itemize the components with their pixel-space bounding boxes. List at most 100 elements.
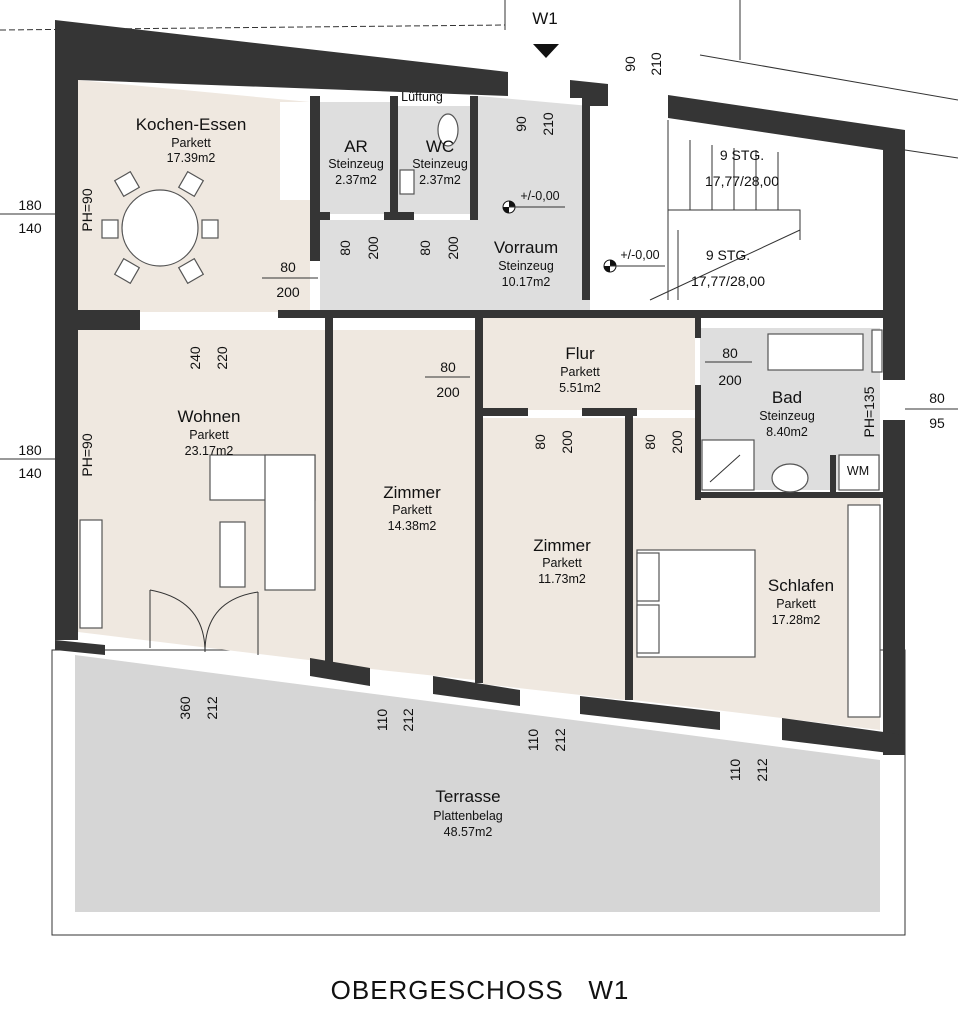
room-bad: Bad Steinzeug 8.40m2 <box>759 388 815 439</box>
stair-steps: 9 STG. <box>706 247 750 263</box>
stair-dimension: 17,77/28,00 <box>705 173 779 189</box>
room-zimmer-1: Zimmer Parkett 14.38m2 <box>383 483 441 533</box>
room-area: 17.28m2 <box>772 613 821 627</box>
furniture <box>79 96 883 718</box>
room-floor: Steinzeug <box>759 409 815 423</box>
door-width: 360 <box>177 696 193 720</box>
room-floor: Parkett <box>560 365 600 379</box>
door-width: 90 <box>622 56 638 72</box>
stair-steps: 9 STG. <box>720 147 764 163</box>
door-width: 80 <box>532 434 548 450</box>
room-zimmer2-floor <box>483 418 625 700</box>
door-height: 212 <box>754 758 770 782</box>
room-floor: Parkett <box>189 428 229 442</box>
door-height: 200 <box>718 372 742 388</box>
room-zimmer-2: Zimmer Parkett 11.73m2 <box>533 536 591 586</box>
room-kochen-essen: Kochen-Essen Parkett 17.39m2 <box>136 115 247 165</box>
ventilation-label: Lüftung <box>401 90 443 104</box>
room-area: 23.17m2 <box>185 444 234 458</box>
door-width: 80 <box>722 345 738 361</box>
room-terrasse: Terrasse Plattenbelag 48.57m2 <box>433 787 503 839</box>
level-label: +/-0,00 <box>520 189 559 203</box>
walls <box>55 20 905 755</box>
room-ar: AR Steinzeug 2.37m2 <box>328 137 384 187</box>
room-name: Schlafen <box>768 576 834 595</box>
room-name: Wohnen <box>177 407 240 426</box>
level-label: +/-0,00 <box>620 248 659 262</box>
room-area: 14.38m2 <box>388 519 437 533</box>
door-width: 80 <box>417 240 433 256</box>
opening-width: 240 <box>187 346 203 370</box>
door-height: 200 <box>445 236 461 260</box>
room-vorraum-floor <box>320 96 590 312</box>
door-width: 110 <box>525 729 541 752</box>
door-width: 110 <box>374 709 390 732</box>
room-floor: Parkett <box>776 597 816 611</box>
entry-arrow-icon <box>533 44 559 58</box>
window-height: 140 <box>18 220 42 236</box>
parapet-height: PH=90 <box>79 188 95 231</box>
room-floor: Steinzeug <box>328 157 384 171</box>
plan-title: OBERGESCHOSS W1 <box>331 975 630 1005</box>
stair-dimension: 17,77/28,00 <box>691 273 765 289</box>
window-width: 80 <box>929 390 945 406</box>
door-width: 80 <box>642 434 658 450</box>
door-height: 210 <box>648 52 664 76</box>
window-height: 95 <box>929 415 945 431</box>
room-wc: WC Steinzeug 2.37m2 <box>412 137 468 187</box>
room-ar-floor <box>320 102 390 214</box>
room-area: 2.37m2 <box>335 173 377 187</box>
door-width: 80 <box>337 240 353 256</box>
door-width: 90 <box>513 116 529 132</box>
door-height: 200 <box>436 384 460 400</box>
door-width: 110 <box>727 759 743 782</box>
room-name: Flur <box>565 344 595 363</box>
room-area: 5.51m2 <box>559 381 601 395</box>
door-height: 200 <box>365 236 381 260</box>
window-height: 140 <box>18 465 42 481</box>
level-marker-2: +/-0,00 <box>603 248 665 273</box>
room-name: AR <box>344 137 368 156</box>
room-area: 17.39m2 <box>167 151 216 165</box>
room-name: Zimmer <box>533 536 591 555</box>
room-name: Vorraum <box>494 238 558 257</box>
room-vorraum: Vorraum Steinzeug 10.17m2 <box>494 238 558 289</box>
room-floor: Steinzeug <box>498 259 554 273</box>
stair-area <box>592 112 882 302</box>
room-floor: Parkett <box>171 136 211 150</box>
unit-marker-label: W1 <box>532 9 558 28</box>
door-height: 200 <box>559 430 575 454</box>
room-name: Terrasse <box>435 787 500 806</box>
room-area: 11.73m2 <box>538 572 586 586</box>
room-area: 8.40m2 <box>766 425 808 439</box>
window-width: 180 <box>18 442 42 458</box>
parapet-height: PH=135 <box>861 386 877 437</box>
room-area: 48.57m2 <box>444 825 493 839</box>
room-zimmer1-floor <box>333 330 475 680</box>
room-name: Bad <box>772 388 802 407</box>
washing-machine-label: WM <box>847 464 869 478</box>
kitchen-counter <box>280 102 310 200</box>
door-height: 212 <box>400 708 416 732</box>
door-height: 210 <box>540 112 556 136</box>
room-area: 2.37m2 <box>419 173 461 187</box>
parapet-height: PH=90 <box>79 433 95 476</box>
room-floor: Parkett <box>542 556 582 570</box>
room-flur-floor <box>483 316 695 410</box>
opening-height: 220 <box>214 346 230 370</box>
room-schlafen: Schlafen Parkett 17.28m2 <box>768 576 834 627</box>
room-wohnen: Wohnen Parkett 23.17m2 <box>177 407 240 458</box>
door-width: 80 <box>280 259 296 275</box>
dimensions: 180 140 180 140 80 200 240 220 80 200 80… <box>0 52 958 782</box>
room-terrasse-floor <box>75 655 880 912</box>
room-name: Zimmer <box>383 483 441 502</box>
room-area: 10.17m2 <box>502 275 551 289</box>
room-floor: Steinzeug <box>412 157 468 171</box>
door-height: 212 <box>204 696 220 720</box>
level-marker-1: +/-0,00 <box>502 189 565 214</box>
room-wohnen-floor <box>78 330 325 662</box>
room-name: Kochen-Essen <box>136 115 247 134</box>
door-height: 200 <box>669 430 685 454</box>
stair-lines <box>649 120 801 301</box>
